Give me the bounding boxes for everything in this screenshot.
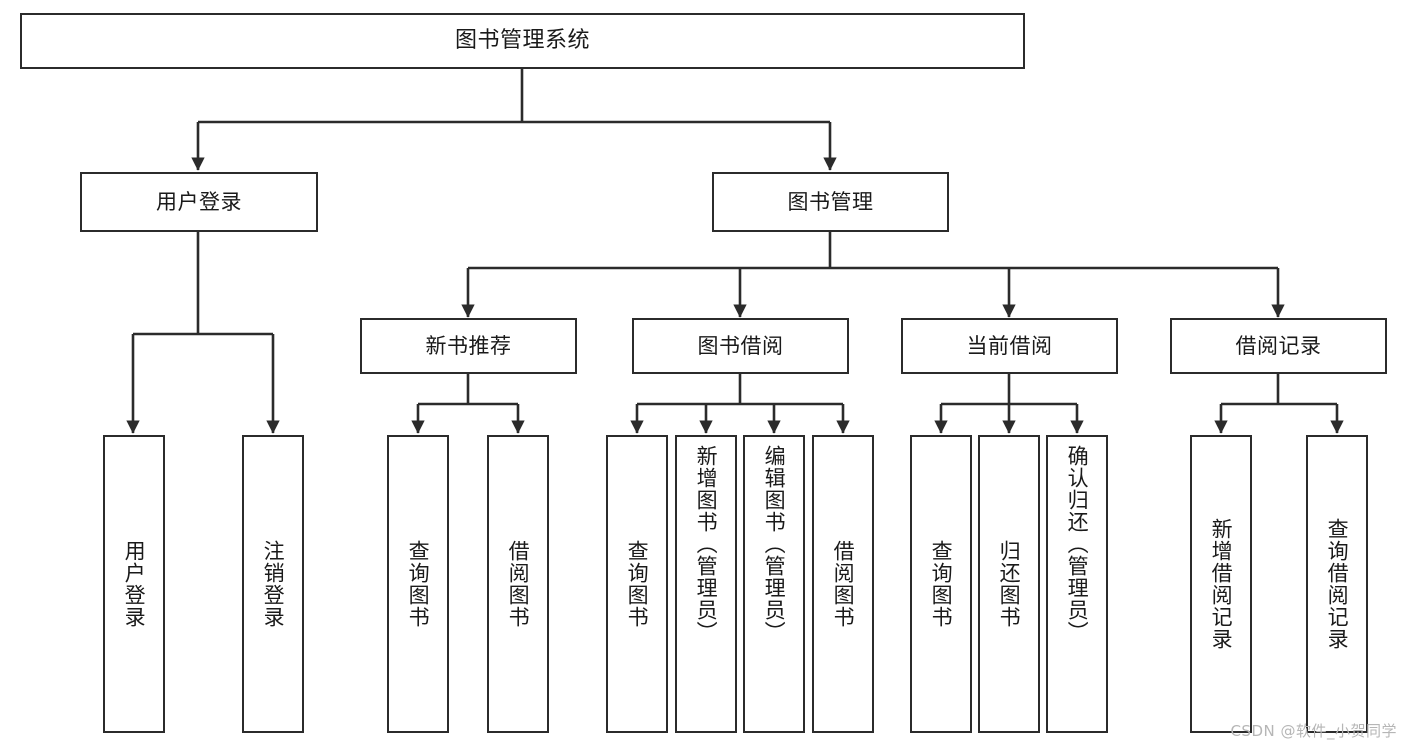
leaf-records-add-record[interactable]: 新增借阅记录 xyxy=(1190,435,1252,733)
leaf-borrow-borrow-book[interactable]: 借阅图书 xyxy=(812,435,874,733)
leaf-new-book-query[interactable]: 查询图书 xyxy=(387,435,449,733)
leaf-user-login-signout[interactable]: 注销登录 xyxy=(242,435,304,733)
leaf-current-return-book[interactable]: 归还图书 xyxy=(978,435,1040,733)
leaf-current-confirm-return-admin[interactable]: 确认归还（管理员） xyxy=(1046,435,1108,733)
node-label: 图书借阅 xyxy=(697,333,784,358)
node-label: 编辑图书（管理员） xyxy=(762,445,787,643)
node-label: 注销登录 xyxy=(261,540,286,628)
node-label: 图书管理 xyxy=(787,189,874,214)
watermark-text: CSDN @软件_小贺同学 xyxy=(1230,722,1397,740)
node-label: 查询图书 xyxy=(625,540,650,628)
leaf-user-login-signin[interactable]: 用户登录 xyxy=(103,435,165,733)
node-label: 当前借阅 xyxy=(966,333,1053,358)
leaf-borrow-add-book-admin[interactable]: 新增图书（管理员） xyxy=(675,435,737,733)
node-label: 图书管理系统 xyxy=(454,28,590,54)
node-label: 查询借阅记录 xyxy=(1325,518,1350,650)
node-new-book-recommend[interactable]: 新书推荐 xyxy=(360,318,577,374)
node-book-borrow[interactable]: 图书借阅 xyxy=(632,318,849,374)
node-book-management[interactable]: 图书管理 xyxy=(712,172,949,232)
node-label: 借阅记录 xyxy=(1235,333,1322,358)
node-label: 用户登录 xyxy=(122,540,147,628)
node-label: 查询图书 xyxy=(929,540,954,628)
node-current-borrow[interactable]: 当前借阅 xyxy=(901,318,1118,374)
node-label: 借阅图书 xyxy=(506,540,531,628)
node-root-system[interactable]: 图书管理系统 xyxy=(20,13,1025,69)
node-label: 归还图书 xyxy=(997,540,1022,628)
node-label: 查询图书 xyxy=(406,540,431,628)
node-label: 新书推荐 xyxy=(425,333,512,358)
node-label: 用户登录 xyxy=(156,189,242,214)
node-label: 借阅图书 xyxy=(831,540,856,628)
leaf-new-book-borrow[interactable]: 借阅图书 xyxy=(487,435,549,733)
node-user-login[interactable]: 用户登录 xyxy=(80,172,318,232)
node-label: 确认归还（管理员） xyxy=(1065,445,1090,643)
leaf-current-query-book[interactable]: 查询图书 xyxy=(910,435,972,733)
leaf-records-query-record[interactable]: 查询借阅记录 xyxy=(1306,435,1368,733)
node-label: 新增借阅记录 xyxy=(1209,518,1234,650)
leaf-borrow-query-book[interactable]: 查询图书 xyxy=(606,435,668,733)
node-label: 新增图书（管理员） xyxy=(694,445,719,643)
leaf-borrow-edit-book-admin[interactable]: 编辑图书（管理员） xyxy=(743,435,805,733)
node-borrow-records[interactable]: 借阅记录 xyxy=(1170,318,1387,374)
